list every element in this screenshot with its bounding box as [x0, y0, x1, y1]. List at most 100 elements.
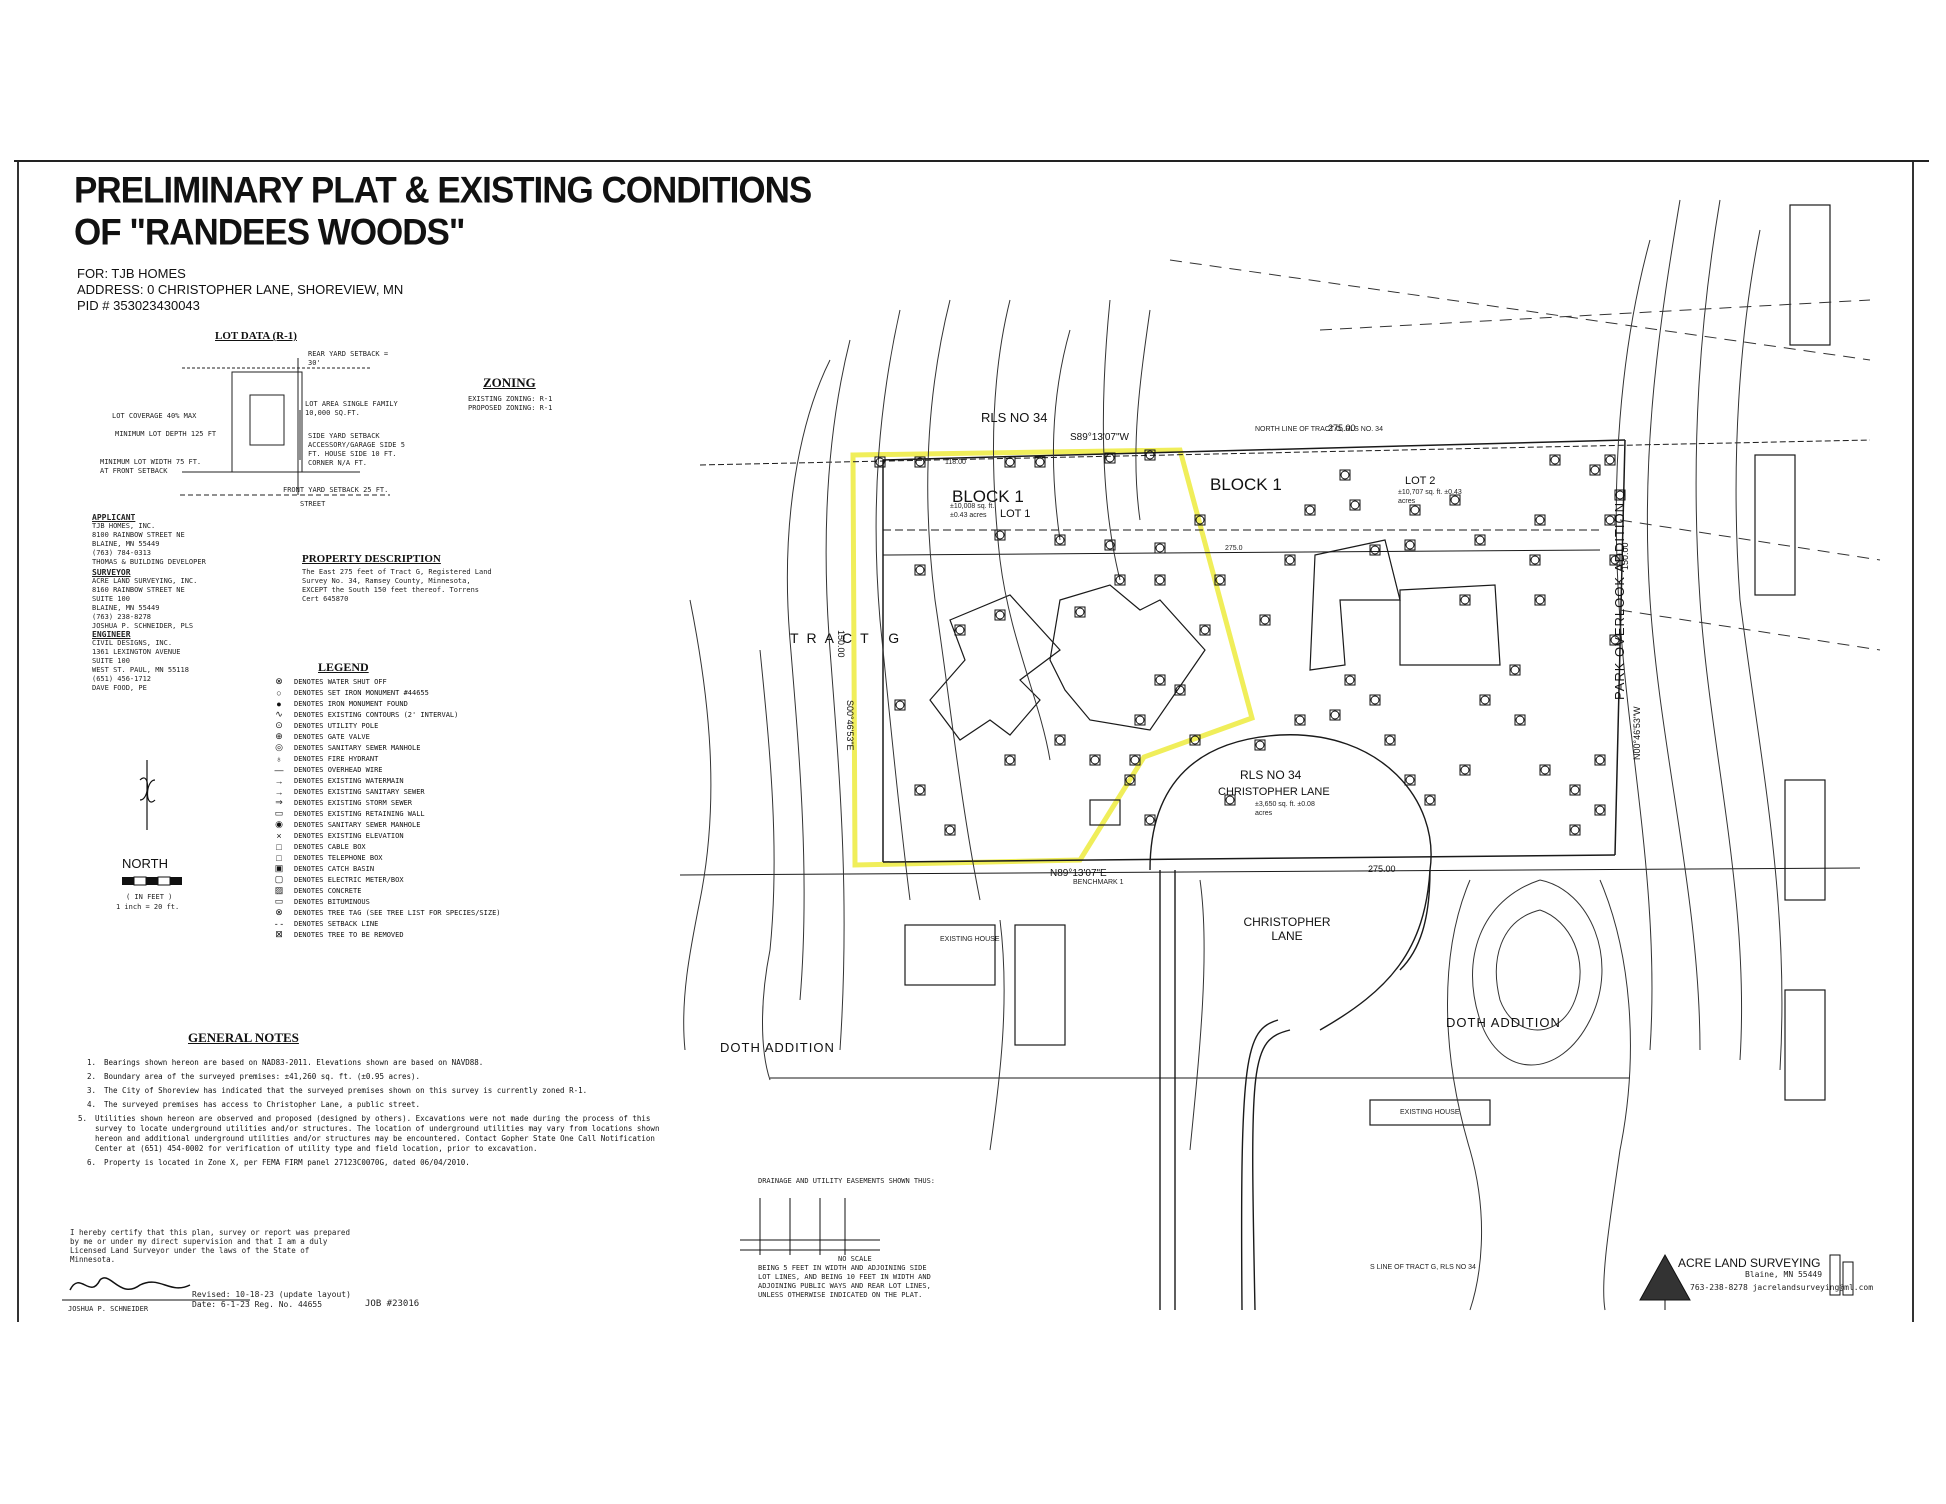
applicant-line: BLAINE, MN 55449	[92, 540, 160, 548]
tree-remove-icon	[1074, 606, 1086, 618]
addition-right-label: DOTH ADDITION	[1446, 1015, 1561, 1030]
tree-remove-icon	[1369, 694, 1381, 706]
legend-text: DENOTES EXISTING RETAINING WALL	[294, 809, 425, 818]
tree-tag-icon	[1340, 470, 1350, 480]
tree-tag-icon	[915, 565, 925, 575]
engineer-line: (651) 456-1712	[92, 675, 152, 683]
note-item: 2.Boundary area of the surveyed premises…	[78, 1072, 678, 1082]
tree-tag-icon	[1130, 755, 1140, 765]
legend-symbol: ▢	[274, 874, 284, 884]
drawing-sheet	[14, 160, 1929, 1337]
north-line-label: NORTH LINE OF TRACT G, RLS NO. 34	[1255, 426, 1383, 433]
client-for: FOR: TJB HOMES	[77, 266, 186, 281]
tree-remove-icon	[1189, 734, 1201, 746]
scale-units: ( IN FEET )	[126, 893, 173, 901]
tree-tag-icon	[1105, 453, 1115, 463]
tree-remove-icon	[1539, 764, 1551, 776]
tree-tag-icon	[1615, 490, 1625, 500]
legend-symbol: →	[274, 786, 284, 797]
legend-symbol: ⊕	[275, 731, 283, 741]
tree-remove-icon	[1134, 714, 1146, 726]
tree-remove-icon	[1304, 504, 1316, 516]
legend-item: —DENOTES OVERHEAD WIRE	[270, 764, 501, 775]
job-number: JOB #23016	[365, 1299, 420, 1309]
tree-remove-icon	[1404, 539, 1416, 551]
tree-tag-icon	[1155, 543, 1165, 553]
company-city: Blaine, MN 55449	[1745, 1270, 1823, 1279]
tree-remove-icon	[1054, 534, 1066, 546]
surveyor-name: JOSHUA P. SCHNEIDER	[68, 1305, 149, 1313]
tree-tag-icon	[1595, 805, 1605, 815]
legend-symbol: □	[276, 841, 282, 852]
note-text: Property is located in Zone X, per FEMA …	[104, 1158, 470, 1167]
engineer-line: CIVIL DESIGNS, INC.	[92, 639, 173, 647]
tree-remove-icon	[1569, 824, 1581, 836]
dist-150-right: 150.00	[1620, 542, 1630, 570]
tree-tag-icon	[1190, 735, 1200, 745]
company-contact: 763-238-8278 jacrelandsurveying@ml.com	[1690, 1283, 1874, 1292]
tree-tag-icon	[1135, 715, 1145, 725]
legend-symbol: ⊙	[275, 720, 283, 730]
note-number: 4.	[86, 1100, 96, 1109]
legend-symbol: ●	[276, 698, 282, 709]
tree-remove-icon	[1474, 534, 1486, 546]
tree-remove-icon	[1349, 499, 1361, 511]
lot-data-heading: LOT DATA (R-1)	[215, 330, 297, 342]
christopher-lane-row: CHRISTOPHER LANE	[1218, 786, 1330, 798]
tree-remove-icon	[1194, 514, 1206, 526]
legend-symbol: ◉	[275, 819, 283, 829]
legend-text: DENOTES EXISTING SANITARY SEWER	[294, 787, 425, 796]
tree-tag-icon	[1570, 785, 1580, 795]
legend-symbol: ♁	[275, 753, 283, 764]
tree-remove-icon	[1604, 454, 1616, 466]
title-line-2: OF "RANDEES WOODS"	[74, 212, 465, 253]
note-number: 5.	[78, 1114, 88, 1123]
tree-remove-icon	[1154, 542, 1166, 554]
legend-item: ●DENOTES IRON MONUMENT FOUND	[270, 698, 501, 709]
legend-text: DENOTES FIRE HYDRANT	[294, 754, 379, 763]
surveyor-line: JOSHUA P. SCHNEIDER, PLS	[92, 622, 194, 630]
tree-tag-icon	[1175, 685, 1185, 695]
legend-text: DENOTES OVERHEAD WIRE	[294, 765, 383, 774]
legend-item: ⊕DENOTES GATE VALVE	[270, 731, 501, 742]
legend-text: DENOTES TELEPHONE BOX	[294, 853, 383, 862]
tree-tag-icon	[1385, 735, 1395, 745]
tree-remove-icon	[994, 609, 1006, 621]
zoning-heading: ZONING	[483, 375, 536, 390]
tree-tag-icon	[875, 457, 885, 467]
tree-remove-icon	[1104, 452, 1116, 464]
legend-symbol: ○	[276, 687, 282, 698]
legend-item: ▢DENOTES ELECTRIC METER/BOX	[270, 874, 501, 885]
tree-tag-icon	[955, 625, 965, 635]
tree-remove-icon	[1329, 709, 1341, 721]
lot2-label: LOT 2	[1405, 475, 1436, 487]
certification-text: I hereby certify that this plan, survey …	[70, 1228, 350, 1264]
bearing-top: S89°13'07"W	[1070, 432, 1129, 443]
company-name: ACRE LAND SURVEYING	[1678, 1256, 1821, 1270]
client-pid: PID # 353023430043	[77, 298, 200, 313]
tree-remove-icon	[1294, 714, 1306, 726]
tree-remove-icon	[1369, 544, 1381, 556]
general-notes-heading: GENERAL NOTES	[188, 1030, 299, 1045]
note-number: 2.	[86, 1072, 96, 1081]
tree-tag-icon	[1370, 695, 1380, 705]
legend-item: ⊠DENOTES TREE TO BE REMOVED	[270, 929, 501, 940]
tree-remove-icon	[1339, 469, 1351, 481]
note-text: The City of Shoreview has indicated that…	[104, 1086, 588, 1095]
tree-tag-icon	[1075, 607, 1085, 617]
note-number: 6.	[86, 1158, 96, 1167]
legend-text: DENOTES WATER SHUT OFF	[294, 677, 387, 686]
legend-item: ◉DENOTES SANITARY SEWER MANHOLE	[270, 819, 501, 830]
tree-tag-icon	[1305, 505, 1315, 515]
legend-list: ⊗DENOTES WATER SHUT OFF ○DENOTES SET IRO…	[270, 676, 501, 940]
front-setback-label: FRONT YARD SETBACK 25 FT.	[283, 486, 389, 494]
legend-item: ○DENOTES SET IRON MONUMENT #44655	[270, 687, 501, 698]
legend-item: ∿DENOTES EXISTING CONTOURS (2' INTERVAL)	[270, 709, 501, 720]
legend-item: □DENOTES CABLE BOX	[270, 841, 501, 852]
general-notes-list: 1.Bearings shown hereon are based on NAD…	[78, 1058, 678, 1172]
tree-tag-icon	[1535, 515, 1545, 525]
legend-item: □DENOTES TELEPHONE BOX	[270, 852, 501, 863]
legend-item: ⊗DENOTES WATER SHUT OFF	[270, 676, 501, 687]
legend-text: DENOTES SETBACK LINE	[294, 919, 379, 928]
dist-150-left: 150.00	[836, 630, 846, 658]
